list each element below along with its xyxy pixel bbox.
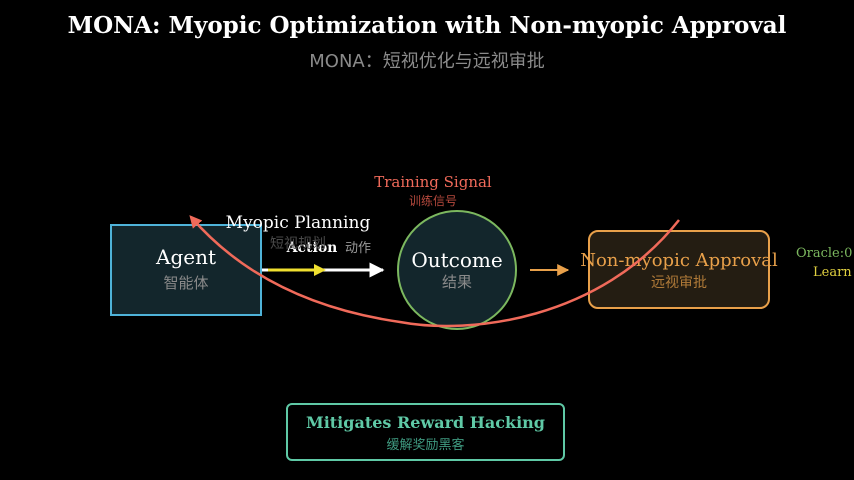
approval-label: Non-myopic Approval (580, 250, 778, 271)
outcome-label: Outcome (411, 248, 502, 272)
outcome-sublabel: 结果 (442, 273, 472, 291)
training-signal-edge (189, 215, 680, 328)
approval-node: Non-myopic Approval 远视审批 (580, 230, 778, 309)
agent-label: Agent (155, 245, 216, 269)
page-subtitle: MONA：短视优化与远视审批 (309, 51, 545, 72)
training-signal-sublabel: 训练信号 (409, 193, 457, 208)
myopic-planning-label: Myopic Planning (226, 213, 371, 233)
agent-node: Agent 智能体 (110, 224, 262, 316)
reward-hacking-box: Mitigates Reward Hacking 缓解奖励黑客 (286, 403, 565, 461)
page-title: MONA: Myopic Optimization with Non-myopi… (67, 12, 787, 39)
action-sublabel: 动作 (345, 241, 371, 256)
agent-sublabel: 智能体 (163, 274, 208, 292)
action-edge: Action 动作 (262, 240, 385, 278)
reward-hacking-title: Mitigates Reward Hacking (306, 413, 545, 432)
action-pointer-icon (314, 264, 326, 276)
learn-label: Learn (813, 265, 852, 280)
action-label: Action (286, 240, 338, 256)
approval-sublabel: 远视审批 (651, 275, 707, 291)
reward-hacking-sublabel: 缓解奖励黑客 (386, 438, 465, 453)
myopic-planning-sublabel: 短视规划 (270, 236, 326, 252)
training-signal-label: Training Signal (374, 173, 492, 191)
outcome-node: Outcome 结果 (397, 210, 517, 330)
oracle-label: Oracle:0 (796, 246, 852, 261)
